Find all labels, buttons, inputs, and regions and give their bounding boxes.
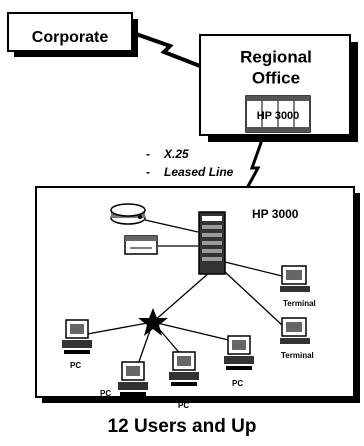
pc-icon	[224, 335, 254, 370]
regional-hp3000-label: HP 3000	[257, 110, 300, 122]
terminal-icon	[280, 265, 310, 292]
dash-1: -	[146, 147, 150, 161]
dash-2: -	[146, 165, 150, 179]
corporate-node: Corporate	[7, 12, 138, 57]
regional-hp3000-rack-icon	[245, 95, 311, 133]
pc-4-label: PC	[232, 379, 243, 388]
site-network	[35, 186, 360, 403]
link-option-leased-line: Leased Line	[164, 165, 234, 179]
connections	[81, 219, 283, 371]
pc-icon	[169, 351, 199, 386]
wan-lightning-icon	[135, 32, 201, 68]
site-lightning-icon	[244, 139, 264, 191]
hub-star-icon	[138, 308, 168, 336]
terminal-icon	[280, 317, 310, 344]
terminal-2-label: Terminal	[281, 351, 314, 360]
link-option-x25: X.25	[163, 147, 189, 161]
link-options: - X.25 - Leased Line	[146, 147, 234, 179]
corporate-label: Corporate	[32, 29, 109, 46]
disc-drive-icon	[110, 203, 146, 225]
pc-1-label: PC	[70, 361, 81, 370]
printer-icon	[124, 235, 158, 255]
diagram-caption: 12 Users and Up	[107, 416, 257, 437]
pc-icon	[118, 361, 148, 396]
regional-office-title-1: Regional	[240, 47, 312, 66]
regional-office-node: Regional Office HP 3000	[199, 34, 358, 142]
pc-3-label: PC	[178, 401, 189, 410]
hp3000-server-icon	[198, 211, 226, 275]
pc-2-label: PC	[100, 389, 111, 398]
site-hp3000-label: HP 3000	[252, 207, 299, 221]
regional-office-title-2: Office	[252, 68, 300, 87]
terminal-1-label: Terminal	[283, 299, 316, 308]
pc-icon	[62, 319, 92, 354]
